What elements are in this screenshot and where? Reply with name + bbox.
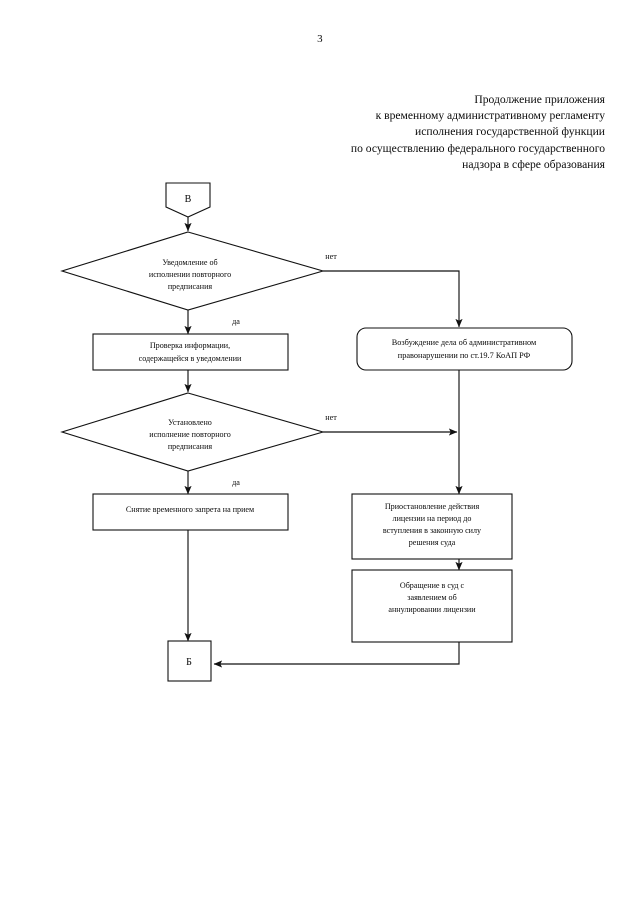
- connector-in-shape: [165, 182, 211, 218]
- document-header: Продолжение приложения к временному адми…: [185, 92, 605, 173]
- process-1-line-2: содержащейся в уведомлении: [139, 354, 242, 363]
- process-court-line-1: Обращение в суд с: [400, 581, 465, 590]
- process-suspension-line-3: вступления в законную силу: [383, 526, 482, 535]
- header-line-1: Продолжение приложения: [474, 93, 605, 106]
- connector-in-label: В: [185, 194, 192, 205]
- process-admin-case-line-1: Возбуждение дела об административном: [392, 338, 537, 347]
- process-suspension-line-4: решения суда: [409, 538, 456, 547]
- header-line-3: исполнения государственной функции: [415, 125, 605, 139]
- process-admin-case-shape: [356, 327, 573, 371]
- edge-label-decision-1-no: нет: [325, 252, 337, 261]
- decision-1-line-3: предписания: [168, 282, 213, 291]
- connector-out-shape: [167, 640, 212, 682]
- process-lift-ban-line-1: Снятие временного запрета на прием: [126, 505, 254, 514]
- decision-2-line-1: Установлено: [168, 418, 212, 427]
- decision-1-line-2: исполнении повторного: [149, 270, 231, 279]
- process-admin-case-line-2: правонарушении по ст.19.7 КоАП РФ: [398, 351, 531, 360]
- decision-1-line-1: Уведомление об: [162, 258, 217, 267]
- edge-label-decision-2-no: нет: [325, 413, 337, 422]
- process-1-line-1: Проверка информации,: [150, 341, 230, 350]
- header-line-2: к временному административному регламент…: [375, 109, 605, 123]
- process-suspension-shape: [351, 493, 513, 560]
- process-court-line-3: аннулировании лицензии: [388, 605, 476, 614]
- edge-court-to-connector-out: [213, 642, 460, 668]
- process-suspension-line-1: Приостановление действия: [385, 502, 480, 511]
- header-line-5: надзора в сфере образования: [462, 157, 605, 171]
- decision-2-line-3: предписания: [168, 442, 213, 451]
- process-court-line-2: заявлением об: [407, 593, 456, 602]
- edge-decision-1-no: [323, 270, 463, 328]
- process-lift-ban-shape: [92, 493, 289, 531]
- edge-label-decision-1-yes: да: [232, 317, 240, 326]
- header-line-4: по осуществлению федерального государств…: [350, 141, 605, 155]
- process-1-shape: [92, 333, 289, 371]
- connector-out-label: Б: [186, 657, 192, 668]
- edge-label-decision-2-yes: да: [232, 478, 240, 487]
- process-suspension-line-2: лицензии на период до: [393, 514, 472, 523]
- process-court-shape: [351, 569, 513, 643]
- decision-2-line-2: исполнение повторного: [149, 430, 231, 439]
- page-number: 3: [317, 33, 323, 45]
